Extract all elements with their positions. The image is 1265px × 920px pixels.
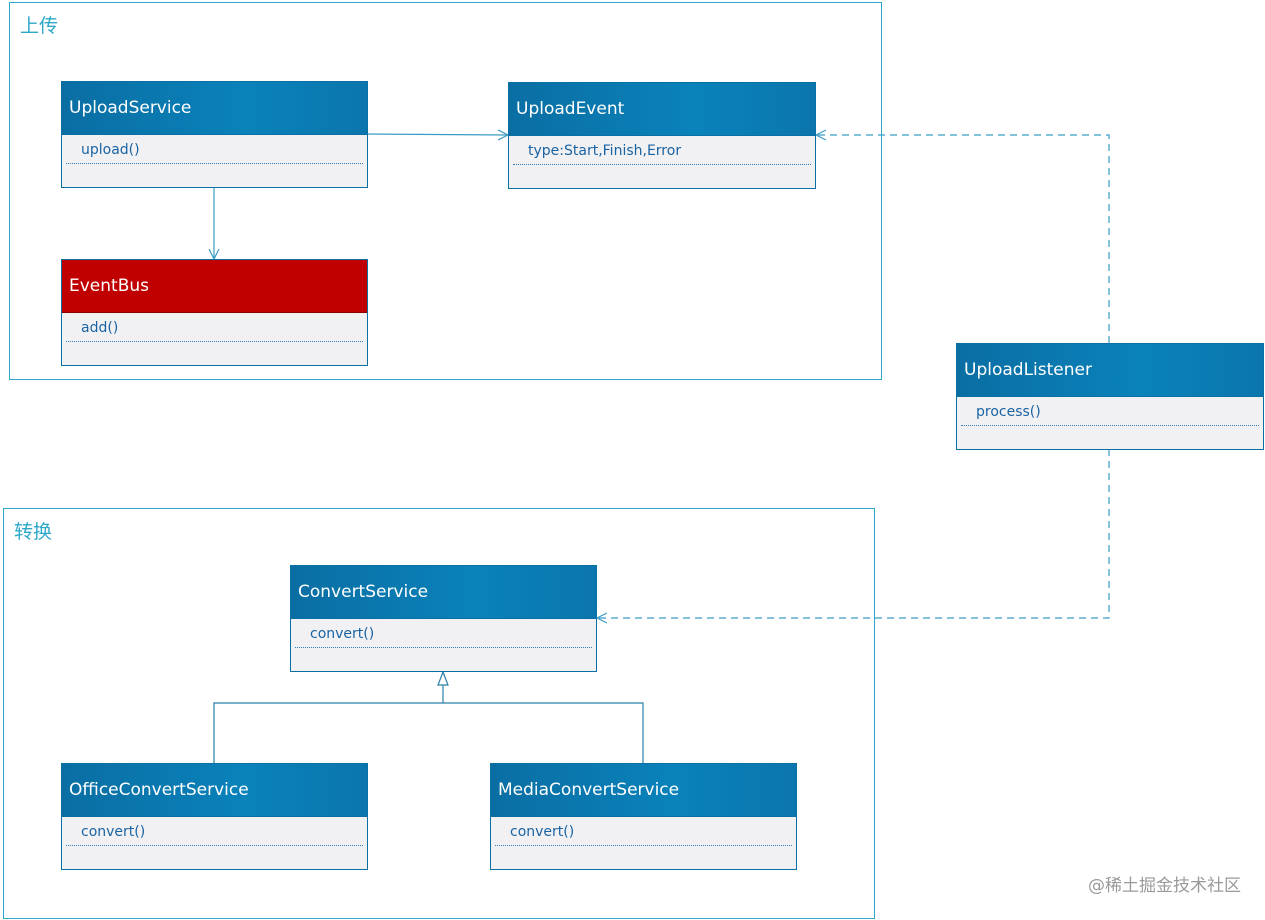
relation-uploadlistener-uploadevent xyxy=(816,135,1110,343)
class-upload-service[interactable]: UploadService upload() xyxy=(61,81,368,188)
package-upload: 上传 xyxy=(9,2,882,380)
package-convert-label: 转换 xyxy=(14,521,53,543)
relation-mediaconvert-convertservice xyxy=(443,702,644,763)
class-office-convert-service[interactable]: OfficeConvertService convert() xyxy=(61,763,368,870)
class-office-convert-service-method: convert() xyxy=(66,822,363,846)
class-upload-service-name: UploadService xyxy=(62,82,367,135)
relation-uploadlistener-convertservice xyxy=(597,449,1110,618)
class-media-convert-service[interactable]: MediaConvertService convert() xyxy=(490,763,797,870)
class-convert-service-method: convert() xyxy=(295,624,592,648)
class-event-bus-method: add() xyxy=(66,318,363,342)
class-upload-event-name: UploadEvent xyxy=(509,83,815,136)
class-upload-listener-method: process() xyxy=(961,402,1259,426)
class-event-bus[interactable]: EventBus add() xyxy=(61,259,368,366)
watermark: @稀土掘金技术社区 xyxy=(1088,876,1241,896)
relation-officeconvert-convertservice xyxy=(213,702,443,763)
class-convert-service-name: ConvertService xyxy=(291,566,596,619)
class-office-convert-service-name: OfficeConvertService xyxy=(62,764,367,817)
class-upload-event[interactable]: UploadEvent type:Start,Finish,Error xyxy=(508,82,816,189)
class-media-convert-service-method: convert() xyxy=(495,822,792,846)
class-media-convert-service-name: MediaConvertService xyxy=(491,764,796,817)
class-upload-event-method: type:Start,Finish,Error xyxy=(513,141,811,165)
class-upload-listener-name: UploadListener xyxy=(957,344,1263,397)
relation-uploadservice-uploadevent xyxy=(366,134,508,135)
class-convert-service[interactable]: ConvertService convert() xyxy=(290,565,597,672)
class-upload-service-method: upload() xyxy=(66,140,363,164)
package-convert: 转换 xyxy=(3,508,875,919)
class-upload-listener[interactable]: UploadListener process() xyxy=(956,343,1264,450)
class-event-bus-name: EventBus xyxy=(62,260,367,313)
package-upload-label: 上传 xyxy=(20,15,59,37)
